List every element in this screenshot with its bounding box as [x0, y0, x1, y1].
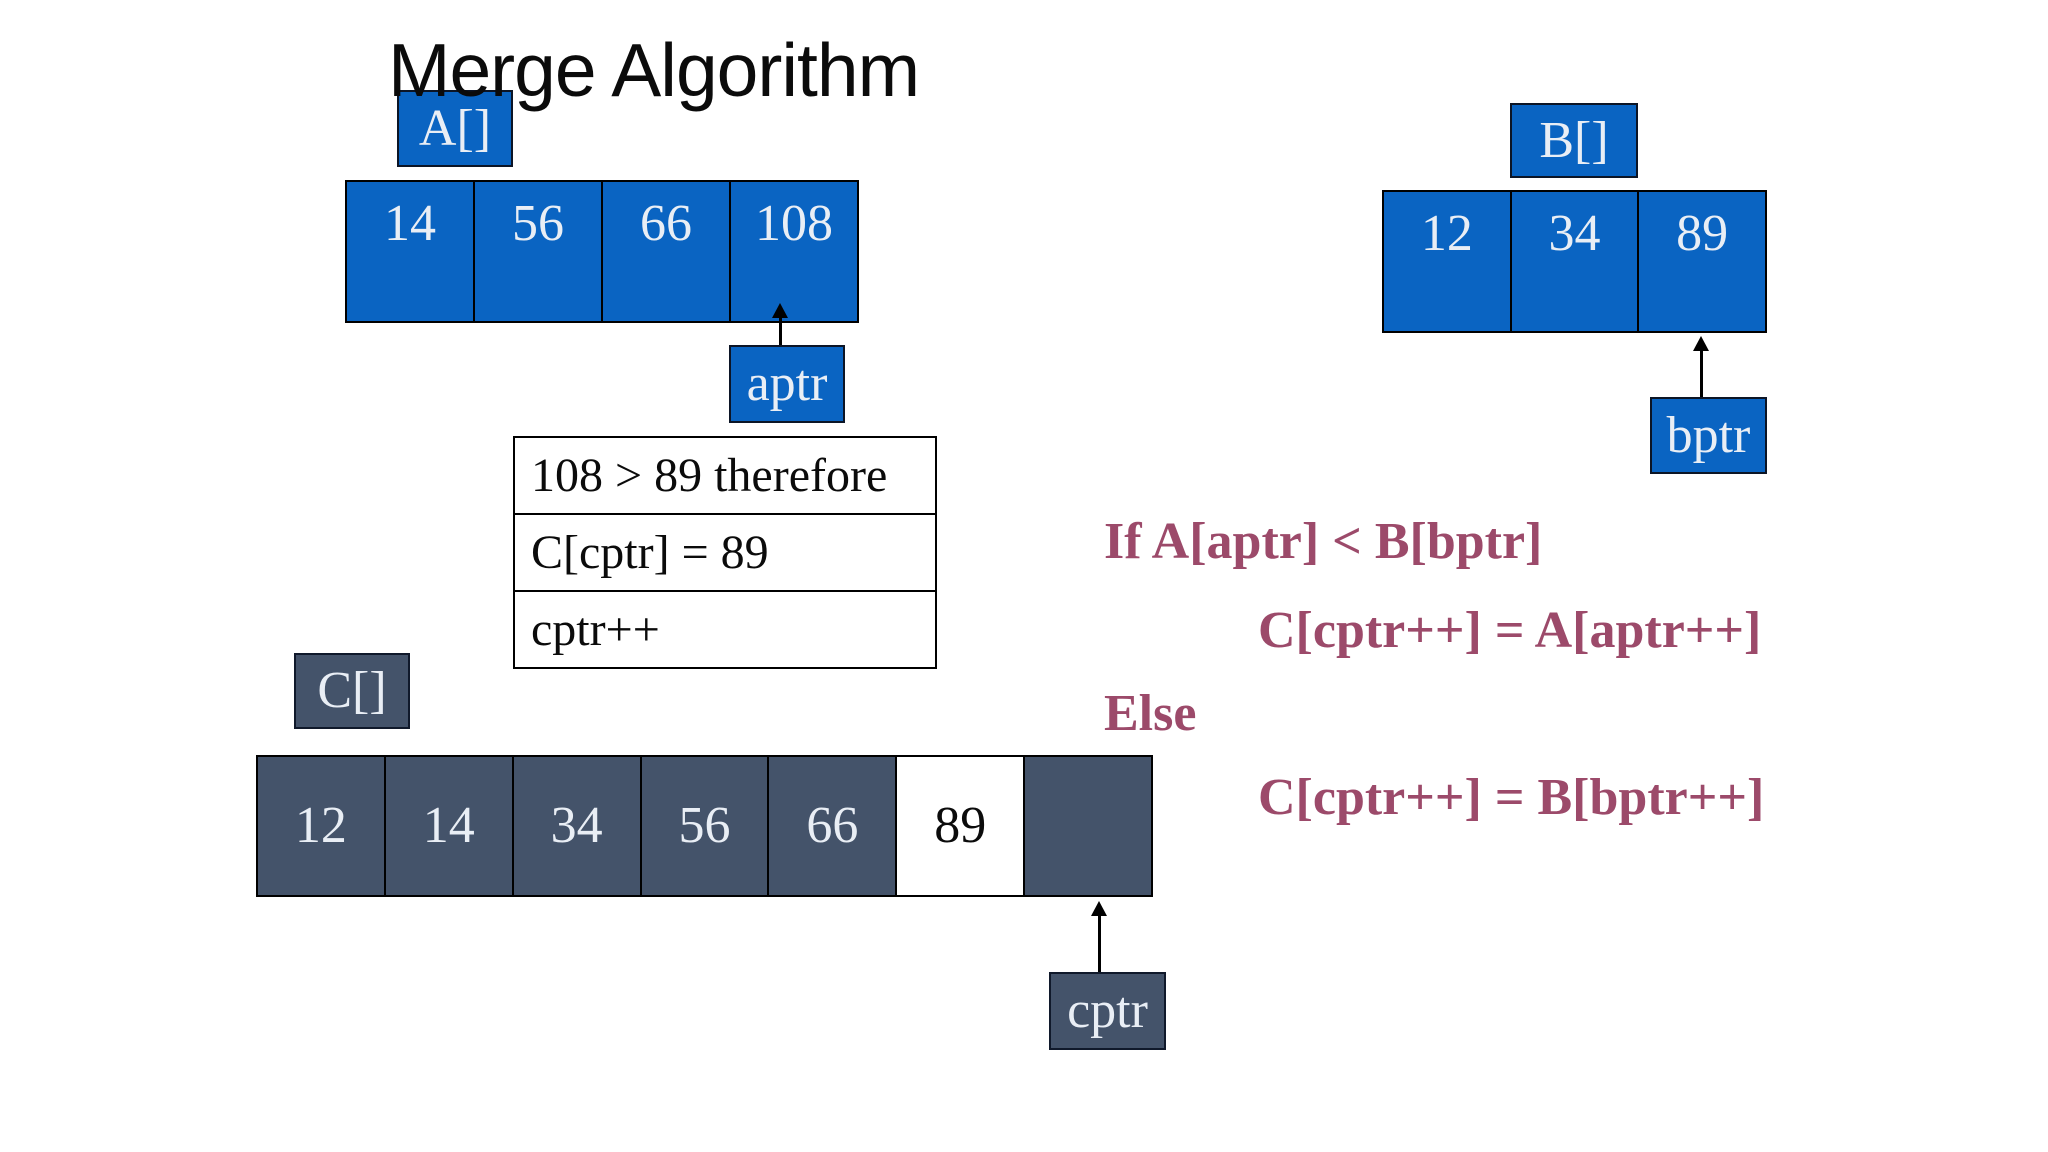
info-row-comparison: 108 > 89 therefore [515, 438, 935, 515]
array-b-cell-2: 89 [1639, 192, 1766, 331]
array-c-cell-5: 89 [897, 757, 1026, 895]
info-row-increment: cptr++ [531, 603, 660, 656]
array-a-cell-3: 108 [731, 182, 857, 321]
cptr-pointer: cptr [1049, 972, 1166, 1050]
slide-title: Merge Algorithm [388, 28, 920, 112]
aptr-arrow-icon [772, 303, 788, 345]
array-a-cell-1: 56 [475, 182, 603, 321]
array-c-cell-0: 12 [258, 757, 386, 895]
pseudocode-line-else: Else [1104, 685, 1197, 742]
array-c-cell-1: 14 [385, 757, 514, 895]
array-a-cell-0: 14 [347, 182, 475, 321]
array-a-label: A[] [397, 90, 513, 167]
pseudocode-line-assign-a: C[cptr++] = A[aptr++] [1258, 602, 1762, 659]
array-c-label: C[] [294, 653, 410, 729]
bptr-pointer: bptr [1650, 397, 1767, 474]
cptr-arrow-icon [1091, 901, 1107, 972]
array-b-cell-0: 12 [1384, 192, 1512, 331]
info-row-assignment: C[cptr] = 89 [515, 515, 935, 592]
pseudocode-line-assign-b: C[cptr++] = B[bptr++] [1258, 769, 1765, 826]
array-c-cell-4: 66 [769, 757, 898, 895]
array-b-cell-1: 34 [1511, 192, 1640, 331]
array-c-cell-3: 56 [641, 757, 770, 895]
array-c-cell-2: 34 [513, 757, 642, 895]
pseudocode-line-if: If A[aptr] < B[bptr] [1104, 513, 1543, 570]
comparison-info-box: 108 > 89 therefore C[cptr] = 89 cptr++ [513, 436, 937, 669]
aptr-pointer: aptr [729, 345, 845, 423]
array-c-cell-6 [1025, 757, 1152, 895]
array-a-cell-2: 66 [603, 182, 731, 321]
array-b-label: B[] [1510, 103, 1638, 178]
bptr-arrow-icon [1693, 336, 1709, 397]
